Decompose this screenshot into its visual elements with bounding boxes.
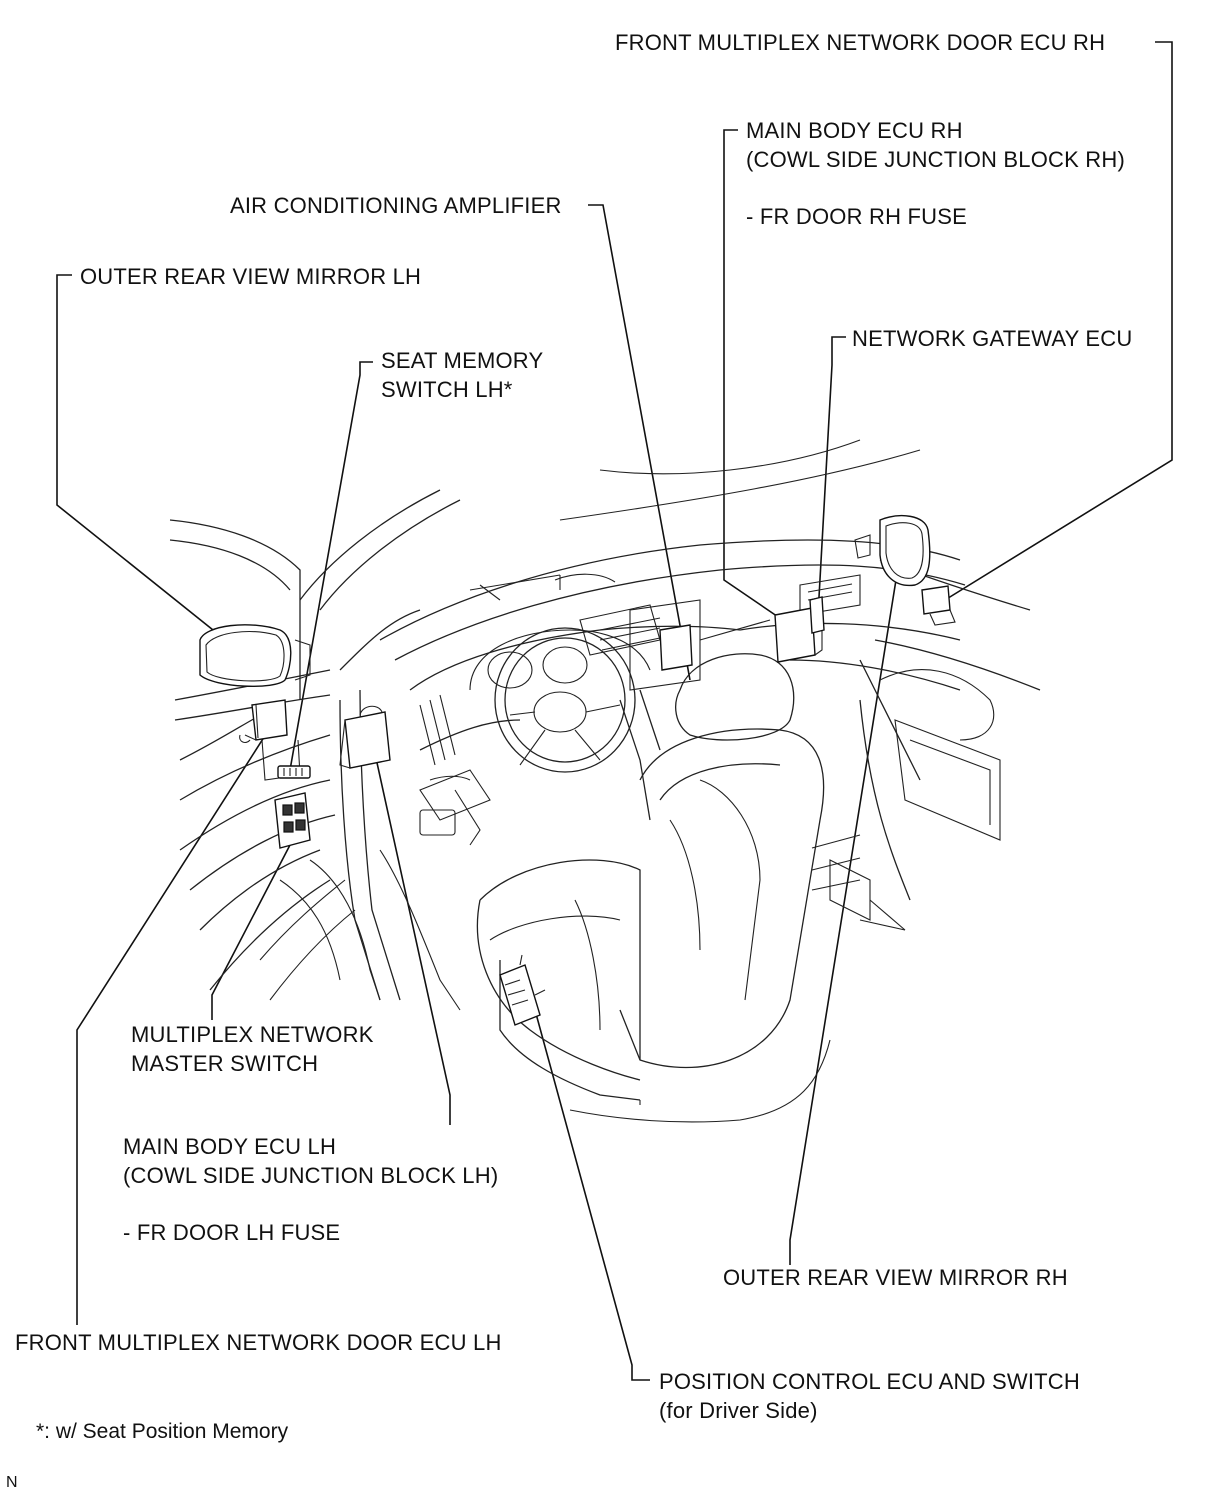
label-main-body-ecu-lh: MAIN BODY ECU LH (COWL SIDE JUNCTION BLO… bbox=[123, 1132, 498, 1247]
leader-position-control-ecu bbox=[534, 1009, 650, 1381]
network-gateway-ecu-shape bbox=[809, 596, 825, 634]
label-outer-mirror-lh-text: OUTER REAR VIEW MIRROR LH bbox=[80, 264, 422, 289]
label-master-switch: MULTIPLEX NETWORK MASTER SWITCH bbox=[131, 1020, 374, 1078]
front-door-ecu-rh-shape bbox=[921, 585, 951, 615]
label-ac-amplifier-text: AIR CONDITIONING AMPLIFIER bbox=[230, 193, 562, 218]
label-seat-memory-switch-lh: SEAT MEMORY SWITCH LH* bbox=[381, 346, 543, 404]
label-outer-mirror-rh-text: OUTER REAR VIEW MIRROR RH bbox=[723, 1265, 1068, 1290]
label-front-door-ecu-rh-text: FRONT MULTIPLEX NETWORK DOOR ECU RH bbox=[615, 30, 1106, 55]
main-body-ecu-lh-shape bbox=[344, 711, 391, 769]
label-main-body-ecu-lh-line1: MAIN BODY ECU LH bbox=[123, 1134, 337, 1159]
label-main-body-ecu-rh-line1: MAIN BODY ECU RH bbox=[746, 118, 963, 143]
label-network-gateway-ecu: NETWORK GATEWAY ECU bbox=[852, 324, 1132, 353]
leader-master-switch bbox=[211, 844, 291, 1020]
main-body-ecu-rh-shape bbox=[774, 607, 816, 663]
label-position-control-ecu-line1: POSITION CONTROL ECU AND SWITCH bbox=[659, 1369, 1080, 1394]
label-main-body-ecu-lh-line2: (COWL SIDE JUNCTION BLOCK LH) bbox=[123, 1163, 499, 1188]
label-position-control-ecu: POSITION CONTROL ECU AND SWITCH (for Dri… bbox=[659, 1367, 1080, 1425]
leader-outer-mirror-lh bbox=[56, 274, 239, 651]
ac-amplifier-shape bbox=[659, 624, 693, 671]
leader-front-door-ecu-rh bbox=[944, 41, 1173, 601]
label-ac-amplifier: AIR CONDITIONING AMPLIFIER bbox=[230, 191, 562, 220]
leader-outer-mirror-rh bbox=[789, 554, 901, 1265]
leader-network-gateway-ecu bbox=[817, 336, 846, 616]
leader-front-door-ecu-lh bbox=[76, 719, 276, 1325]
label-front-door-ecu-lh-text: FRONT MULTIPLEX NETWORK DOOR ECU LH bbox=[15, 1330, 502, 1355]
label-position-control-ecu-line2: (for Driver Side) bbox=[659, 1398, 818, 1423]
footnote: *: w/ Seat Position Memory bbox=[36, 1420, 289, 1443]
leader-ac-amplifier bbox=[588, 204, 691, 681]
leader-main-body-ecu-lh bbox=[371, 739, 451, 1125]
label-master-switch-line2: MASTER SWITCH bbox=[131, 1051, 319, 1076]
leader-lines bbox=[56, 41, 1173, 1381]
label-main-body-ecu-rh: MAIN BODY ECU RH (COWL SIDE JUNCTION BLO… bbox=[746, 116, 1125, 231]
position-control-switch-shape bbox=[499, 964, 541, 1026]
label-fr-door-rh-fuse: - FR DOOR RH FUSE bbox=[746, 204, 967, 229]
label-outer-mirror-lh: OUTER REAR VIEW MIRROR LH bbox=[80, 262, 421, 291]
label-fr-door-lh-fuse: - FR DOOR LH FUSE bbox=[123, 1220, 341, 1245]
label-front-door-ecu-lh: FRONT MULTIPLEX NETWORK DOOR ECU LH bbox=[15, 1328, 502, 1357]
label-seat-memory-switch-line2: SWITCH LH* bbox=[381, 377, 513, 402]
outer-mirror-rh-shape bbox=[879, 514, 931, 587]
label-master-switch-line1: MULTIPLEX NETWORK bbox=[131, 1022, 374, 1047]
label-outer-mirror-rh: OUTER REAR VIEW MIRROR RH bbox=[723, 1263, 1068, 1292]
label-seat-memory-switch-line1: SEAT MEMORY bbox=[381, 348, 544, 373]
front-door-ecu-lh-shape bbox=[251, 699, 288, 741]
leader-seat-memory-switch-lh bbox=[289, 361, 373, 771]
figure-code: N bbox=[6, 1474, 18, 1491]
label-network-gateway-ecu-text: NETWORK GATEWAY ECU bbox=[852, 326, 1133, 351]
outer-mirror-lh-shape bbox=[199, 624, 292, 688]
seat-memory-switch-lh-shape bbox=[277, 765, 311, 779]
leader-main-body-ecu-rh bbox=[723, 129, 791, 626]
label-front-door-ecu-rh: FRONT MULTIPLEX NETWORK DOOR ECU RH bbox=[615, 28, 1105, 57]
label-main-body-ecu-rh-line2: (COWL SIDE JUNCTION BLOCK RH) bbox=[746, 147, 1126, 172]
components bbox=[199, 514, 956, 1026]
